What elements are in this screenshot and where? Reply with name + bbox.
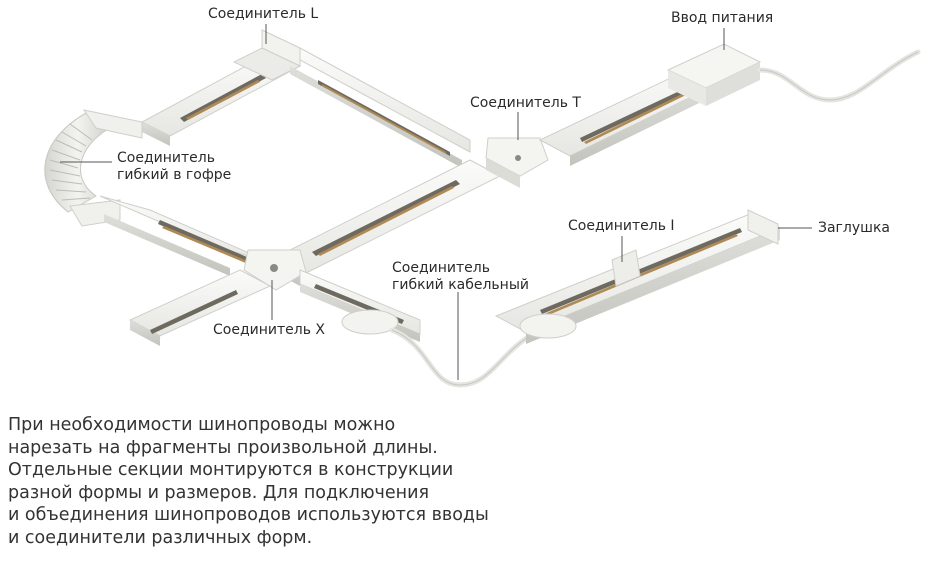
- rail-bottom-left: [128, 269, 272, 346]
- label-line: Соединитель: [117, 150, 215, 166]
- label-end-cap: Заглушка: [818, 220, 890, 236]
- description-line: разной формы и размеров. Для подключения: [8, 482, 430, 503]
- x-connector: [243, 249, 307, 291]
- description-line: Отдельные секции монтируются в конструкц…: [8, 460, 454, 480]
- t-connector: [485, 137, 549, 188]
- description-text: При необходимости шинопроводы можно наре…: [8, 414, 568, 549]
- rail-middle: [268, 159, 502, 286]
- rail-frame-left: [44, 29, 471, 276]
- label-connector-flex-cable: Соединитель гибкий кабельный: [392, 260, 529, 294]
- label-connector-i: Соединитель I: [568, 218, 675, 234]
- label-power-input: Ввод питания: [671, 10, 774, 26]
- leader-lines: [60, 24, 812, 380]
- description-line: и объединения шинопроводов используются …: [8, 505, 489, 525]
- label-connector-l: Соединитель L: [208, 6, 319, 22]
- flex-cable: [389, 327, 543, 388]
- label-line: гибкий кабельный: [392, 277, 529, 293]
- rail-right: [538, 43, 921, 166]
- label-connector-t: Соединитель T: [470, 95, 581, 111]
- description-line: При необходимости шинопроводы можно: [8, 415, 396, 435]
- label-line: Соединитель: [392, 260, 490, 276]
- rail-bottom-right: [299, 269, 421, 342]
- description-line: и соединители различных форм.: [8, 527, 313, 548]
- description-line: нарезать на фрагменты произвольной длины…: [8, 437, 438, 458]
- track-system-diagram: [44, 24, 921, 388]
- rail-i-assembly: [494, 209, 782, 344]
- label-connector-x: Соединитель X: [213, 322, 325, 338]
- label-connector-flex-corrugated: Соединитель гибкий в гофре: [117, 150, 231, 184]
- label-line: гибкий в гофре: [117, 167, 232, 183]
